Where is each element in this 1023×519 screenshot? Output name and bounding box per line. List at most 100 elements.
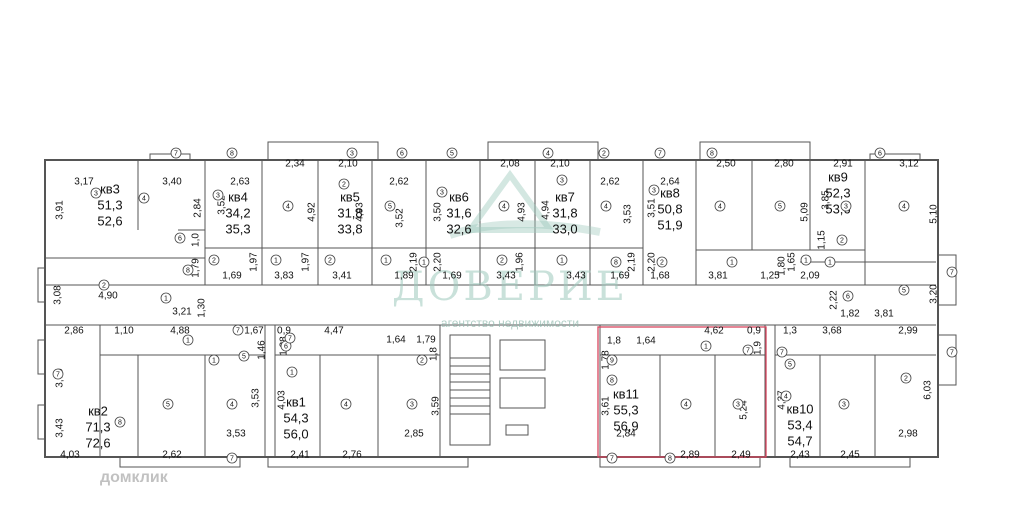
dimension-label: 4,92 <box>307 202 318 222</box>
dimension-label: 2,20 <box>433 252 444 272</box>
svg-text:3: 3 <box>440 189 444 196</box>
room-marker: 3 <box>838 398 850 410</box>
dimension-label: 3,91 <box>55 200 66 220</box>
room-marker: 7 <box>226 452 238 464</box>
room-marker: 4 <box>600 200 612 212</box>
dimension-label: 4,94 <box>541 200 552 220</box>
room-marker: 3 <box>648 184 660 196</box>
apartment-label-k81-1: 54,3 <box>283 410 308 425</box>
dimension-label: 1,65 <box>787 252 798 272</box>
dimension-label: 0,9 <box>277 326 291 337</box>
dimension-label: 3,53 <box>623 204 634 224</box>
apartment-label-k87-1: 31,8 <box>552 205 577 220</box>
apartment-label-k85-0: кв5 <box>340 189 360 204</box>
apartment-label-k87-2: 33,0 <box>552 221 577 236</box>
room-marker: 7 <box>232 324 244 336</box>
dimension-label: 1,30 <box>197 298 208 318</box>
dimension-label: 2,63 <box>230 177 250 188</box>
room-marker: 7 <box>654 147 666 159</box>
dimension-label: 2,76 <box>342 450 362 461</box>
svg-text:8: 8 <box>614 259 618 266</box>
dimension-label: 1,10 <box>114 326 134 337</box>
apartment-label-k87-0: кв7 <box>555 189 575 204</box>
apartment-label-k811-1: 55,3 <box>613 402 638 417</box>
apartment-label-k89-0: кв9 <box>828 169 848 184</box>
dimension-label: 2,84 <box>616 429 636 440</box>
svg-text:5: 5 <box>388 203 392 210</box>
room-marker: 1 <box>380 254 392 266</box>
apartment-label-k83-0: кв3 <box>100 181 120 196</box>
svg-text:2: 2 <box>840 237 844 244</box>
svg-text:3: 3 <box>736 401 740 408</box>
dimension-label: 1,78 <box>601 350 612 370</box>
dimension-label: 2,62 <box>162 450 182 461</box>
svg-text:2: 2 <box>102 282 106 289</box>
room-marker: 5 <box>384 200 396 212</box>
dimension-label: 4,90 <box>98 291 118 302</box>
dimension-label: 2,98 <box>898 429 918 440</box>
apartment-label-k81-0: кв1 <box>286 394 306 409</box>
svg-text:1: 1 <box>704 343 708 350</box>
svg-text:2: 2 <box>904 375 908 382</box>
svg-text:5: 5 <box>450 150 454 157</box>
apartment-label-k86-0: кв6 <box>449 189 469 204</box>
svg-text:7: 7 <box>950 349 954 356</box>
room-marker: 3 <box>346 147 358 159</box>
room-marker: 1 <box>286 366 298 378</box>
dimension-label: 1,3 <box>783 326 797 337</box>
apartment-label-k83-1: 51,3 <box>97 197 122 212</box>
svg-text:4: 4 <box>604 203 608 210</box>
dimension-label: 3,52 <box>217 195 228 215</box>
dimension-label: 3,17 <box>74 177 94 188</box>
dimension-label: 3,08 <box>53 285 64 305</box>
dimension-label: 1,15 <box>817 230 828 250</box>
svg-text:5: 5 <box>242 353 246 360</box>
apartment-label-k88-0: кв8 <box>660 185 680 200</box>
room-marker: 3 <box>212 189 224 201</box>
svg-text:4: 4 <box>902 203 906 210</box>
apartment-label-k82-2: 72,6 <box>85 435 110 450</box>
dimension-label: 1,8 <box>429 347 440 361</box>
svg-text:3: 3 <box>844 203 848 210</box>
dimension-label: 4,88 <box>170 326 190 337</box>
apartment-label-k84-0: кв4 <box>228 189 248 204</box>
watermark-brand: ДОВЕРИЕ <box>392 264 628 310</box>
room-marker: 7 <box>170 147 182 159</box>
room-marker: 4 <box>680 398 692 410</box>
room-marker: 2 <box>656 256 668 268</box>
svg-text:8: 8 <box>186 267 190 274</box>
room-marker: 4 <box>898 200 910 212</box>
apartment-label-k810-2: 54,7 <box>787 433 812 448</box>
room-marker: 3 <box>406 398 418 410</box>
svg-text:2: 2 <box>602 150 606 157</box>
dimension-label: 3,59 <box>431 396 442 416</box>
room-marker: 2 <box>900 372 912 384</box>
svg-text:2: 2 <box>342 181 346 188</box>
room-marker: 5 <box>238 350 250 362</box>
room-marker: 7 <box>606 452 618 464</box>
svg-text:8: 8 <box>668 455 672 462</box>
dimension-label: 2,99 <box>898 326 918 337</box>
room-marker: 4 <box>138 192 150 204</box>
apartment-label-k83-2: 52,6 <box>97 213 122 228</box>
stairwell <box>449 334 546 446</box>
svg-text:6: 6 <box>178 235 182 242</box>
dimension-label: 5,09 <box>800 202 811 222</box>
dimension-label: 3,85 <box>821 190 832 210</box>
svg-text:4: 4 <box>784 393 788 400</box>
svg-text:3: 3 <box>652 187 656 194</box>
watermark-corner: домклик <box>100 469 169 486</box>
dimension-label: 1,97 <box>301 252 312 272</box>
room-marker: 5 <box>446 147 458 159</box>
svg-text:5: 5 <box>778 203 782 210</box>
dimension-label: 3,20 <box>929 284 940 304</box>
room-marker: 5 <box>898 284 910 296</box>
apartment-label-k811-0: кв11 <box>613 386 639 401</box>
svg-text:3: 3 <box>94 190 98 197</box>
dimension-label: 2,86 <box>64 326 84 337</box>
apartment-label-k810-0: кв10 <box>786 401 813 416</box>
svg-text:6: 6 <box>878 150 882 157</box>
dimension-label: 3,83 <box>274 271 294 282</box>
room-marker: 7 <box>742 344 754 356</box>
